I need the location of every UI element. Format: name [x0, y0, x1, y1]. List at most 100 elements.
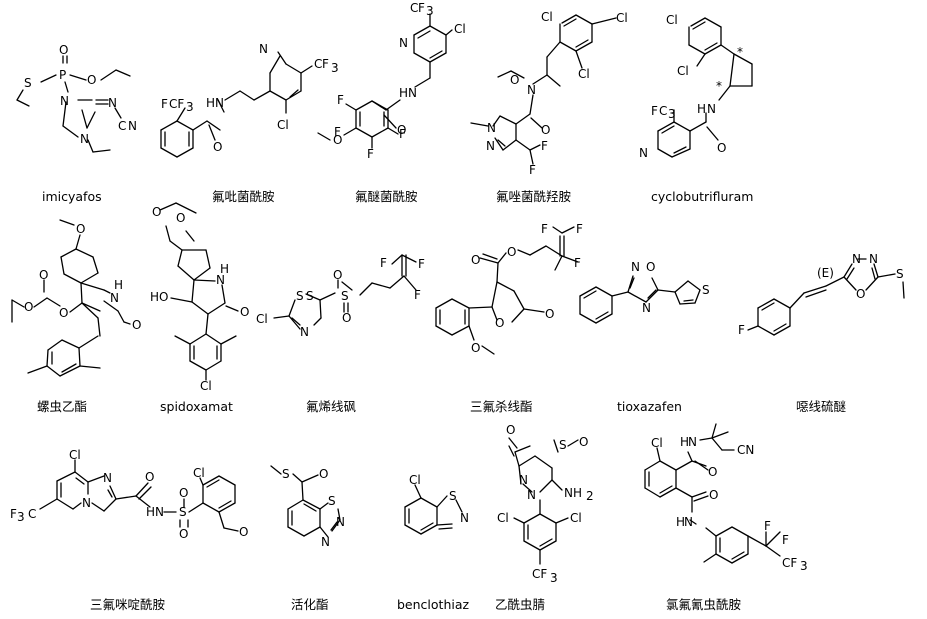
atom-label: Cl: [256, 312, 268, 326]
compound-label: 乙酰虫腈: [495, 597, 545, 612]
atom-label: N: [399, 36, 408, 50]
atom-label: N: [321, 535, 330, 549]
compound-spirotetramat: O O O O H N O 螺虫乙酯: [11, 219, 141, 414]
atom-label: F: [418, 1, 425, 15]
atom-label: S: [559, 438, 567, 452]
atom-label: N: [869, 252, 878, 266]
atom-label: O: [179, 527, 188, 541]
atom-label: N: [108, 96, 117, 110]
atom-label: 3: [800, 559, 808, 573]
atom-label: Cl: [570, 511, 582, 525]
atom-label: S: [282, 467, 290, 481]
atom-label: F: [738, 323, 745, 337]
atom-label: O: [507, 245, 516, 259]
atom-label: 3: [186, 100, 194, 114]
compound-spidoxamat: O O H N HO O Cl spidoxamat: [150, 202, 249, 414]
atom-label: Cl: [200, 379, 212, 393]
atom-label: F: [161, 97, 168, 111]
atom-label: 3: [17, 510, 25, 524]
compound-label: 噁线硫醚: [796, 399, 847, 414]
compound-fluopyram: F CF 3 N N H Cl C F 3 O 氟吡菌酰胺: [160, 42, 339, 204]
compound-label: 氟烯线砜: [306, 399, 357, 414]
atom-label: O: [59, 43, 68, 57]
atom-label: HO: [150, 290, 168, 304]
compound-pydiflumetofen: Cl Cl Cl O N N N O F F 氟唑菌酰羟胺: [470, 10, 628, 204]
compound-label: 螺虫乙酯: [37, 399, 87, 414]
atom-label: H: [114, 278, 123, 292]
atom-label: S: [702, 283, 710, 297]
atom-label: O: [333, 133, 342, 147]
atom-label: Cl: [277, 118, 289, 132]
atom-label: O: [176, 211, 185, 225]
compound-benclothiaz: Cl S N benclothiaz: [397, 473, 469, 612]
atom-label: F: [576, 222, 583, 236]
atom-label: C: [118, 119, 126, 133]
compound-label: 三氟杀线酯: [470, 399, 533, 414]
atom-label: O: [87, 73, 96, 87]
atom-label: O: [213, 140, 222, 154]
atom-label: O: [145, 470, 154, 484]
compound-trifluoro-ester: F F O O F O O O 三氟杀线酯: [435, 222, 583, 414]
atom-label: *: [716, 79, 722, 93]
compound-label: 氟醚菌酰胺: [355, 189, 418, 204]
atom-label: N: [300, 325, 309, 339]
atom-label: N: [336, 515, 345, 529]
atom-label: O: [179, 486, 188, 500]
atom-label: O: [545, 307, 554, 321]
atom-label: C: [28, 507, 36, 521]
atom-label: S: [328, 494, 336, 508]
atom-label: F: [414, 288, 421, 302]
atom-label: N: [460, 511, 469, 525]
atom-label: F: [367, 147, 374, 161]
atom-label: N: [684, 515, 693, 529]
atom-label: Cl: [193, 466, 205, 480]
compound-imicyafos: S P O O N N N C N imicyafos: [16, 43, 137, 204]
atom-label: S: [306, 289, 314, 303]
atom-label: S: [179, 505, 187, 519]
compound-fluensulfone: F F F O S O Cl S S N 氟烯线砜: [256, 254, 425, 414]
compound-fluoroether: C F 3 N Cl H N F F O O F F 氟醚菌酰胺: [317, 1, 466, 204]
atom-label: O: [495, 316, 504, 330]
atom-label: 3: [550, 571, 558, 585]
atom-label: NH: [564, 486, 582, 500]
atom-label: O: [342, 311, 351, 325]
compound-acibenzolar: S O S N N 活化酯: [270, 465, 345, 612]
atom-label: CF: [169, 97, 184, 111]
atom-label: C: [314, 57, 322, 71]
atom-label: 3: [668, 107, 676, 121]
atom-label: O: [76, 222, 85, 236]
atom-label: Cl: [497, 511, 509, 525]
atom-label: S: [24, 76, 32, 90]
atom-label: O: [541, 123, 550, 137]
atom-label: H: [680, 435, 689, 449]
atom-label: (E): [817, 266, 834, 280]
atom-label: Cl: [616, 11, 628, 25]
atom-label: *: [737, 45, 743, 59]
atom-label: O: [506, 423, 515, 437]
compound-label: 氟唑菌酰羟胺: [496, 189, 571, 204]
atom-label: O: [646, 260, 655, 274]
atom-label: H: [676, 515, 685, 529]
atom-label: F: [322, 57, 329, 71]
atom-label: O: [132, 318, 141, 332]
atom-label: O: [24, 300, 33, 314]
atom-label: N: [639, 146, 648, 160]
atom-label: O: [709, 488, 718, 502]
atom-label: F: [380, 256, 387, 270]
atom-label: P: [59, 68, 66, 82]
atom-label: 3: [426, 4, 434, 18]
atom-label: F: [782, 533, 789, 547]
atom-label: H: [399, 86, 408, 100]
atom-label: N: [642, 301, 651, 315]
compound-label: spidoxamat: [160, 399, 233, 414]
compound-label: 三氟咪啶酰胺: [90, 597, 165, 612]
compound-label: cyclobutrifluram: [651, 189, 753, 204]
atom-label: Cl: [666, 13, 678, 27]
atom-label: N: [527, 83, 536, 97]
atom-label: Cl: [409, 473, 421, 487]
atom-label: S: [896, 267, 904, 281]
compound-label: 活化酯: [291, 597, 329, 612]
atom-label: F: [337, 93, 344, 107]
atom-label: O: [856, 287, 865, 301]
atom-label: N: [103, 471, 112, 485]
